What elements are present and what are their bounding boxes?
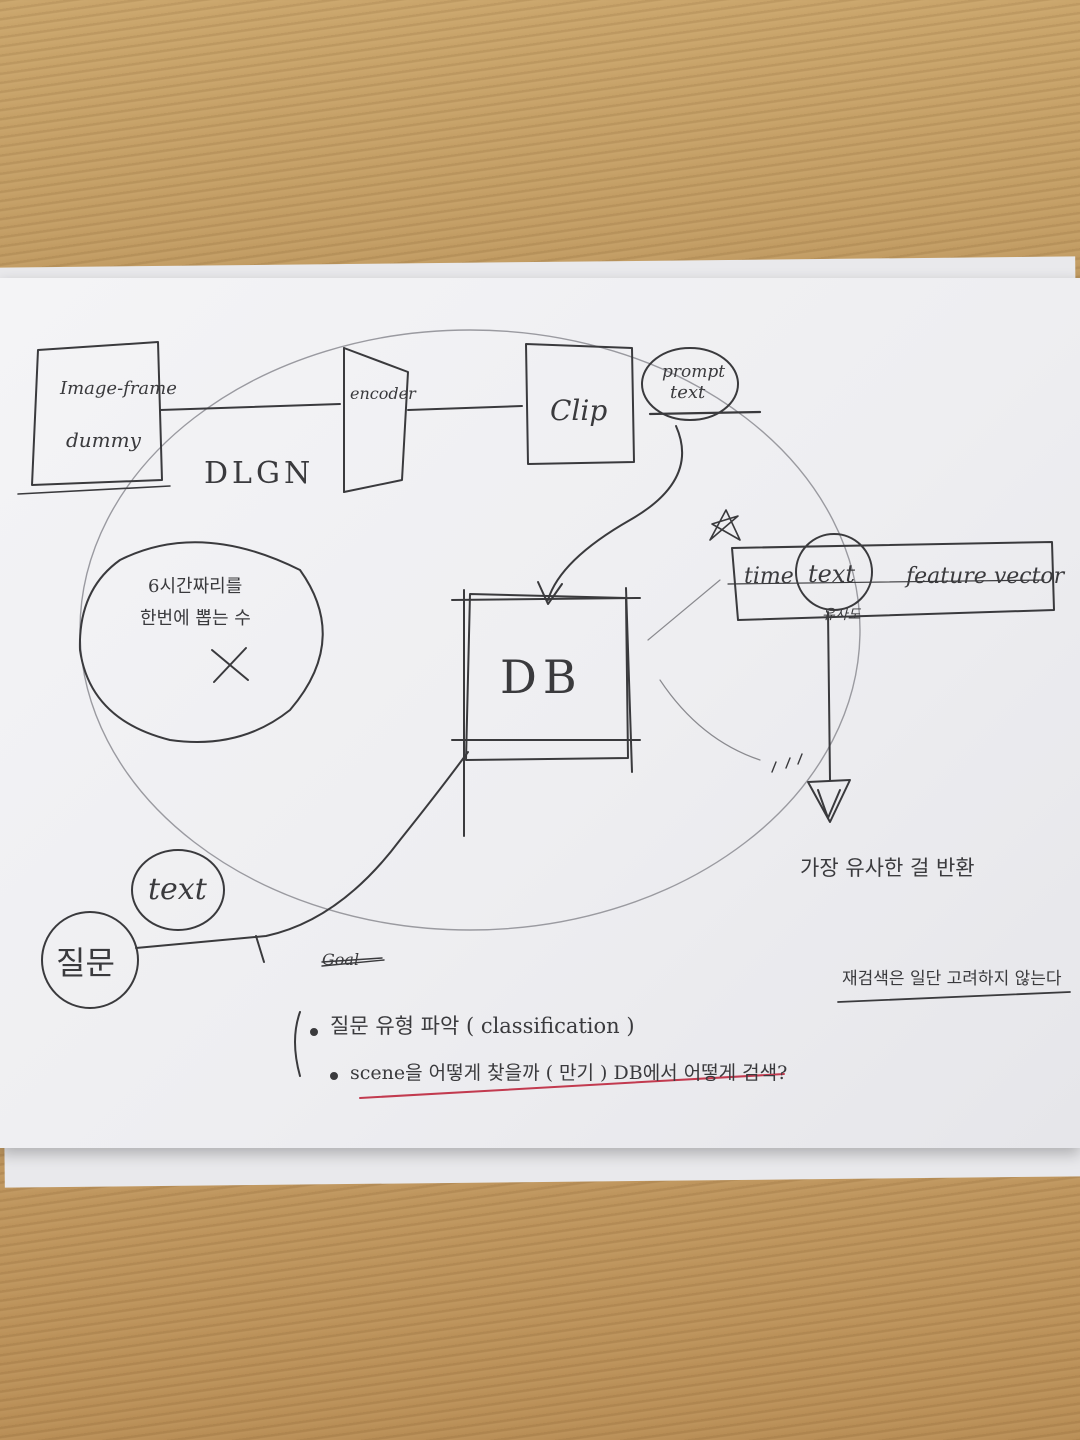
circle-note-line2: 한번에 뽑는 수: [140, 608, 251, 629]
feature-bar: [731, 541, 1055, 621]
clip-box: [525, 343, 635, 465]
note-circle: [78, 541, 324, 743]
db-box: [465, 593, 629, 761]
clip-label: Clip: [550, 394, 608, 427]
image-frame-box: [31, 341, 163, 486]
circle-note-line1: 6시간짜리를: [148, 576, 243, 597]
bullet-1: 질문 유형 파악 ( classification ): [330, 1014, 635, 1038]
paper-sheet: [0, 278, 1080, 1148]
prompt-text-label: text: [670, 382, 706, 403]
most-similar-note: 가장 유사한 걸 반환: [800, 856, 975, 880]
prompt-label: prompt: [662, 362, 726, 382]
prompt-circle: [641, 347, 739, 421]
retrieve-note: 재검색은 일단 고려하지 않는다: [842, 969, 1062, 989]
question-circle: [41, 911, 139, 1009]
encoder-label: encoder: [350, 384, 416, 403]
question-label: 질문: [56, 944, 115, 982]
star-icon: [709, 509, 741, 541]
text-label-feature: text: [808, 560, 856, 588]
crossed-word: Goal: [322, 950, 360, 969]
text-label-left: text: [148, 872, 207, 907]
time-label: time: [744, 564, 794, 589]
image-frame-label: Image-frame: [60, 378, 177, 399]
dummy-label: dummy: [66, 428, 141, 452]
text-circle: [131, 849, 225, 931]
feature-vector-label: feature vector: [906, 564, 1065, 589]
bullet-2: scene을 어떻게 찾을까 ( 만기 ) DB에서 어떻게 검색?: [350, 1062, 788, 1084]
encoder-box: [343, 347, 409, 493]
dlgn-label: DLGN: [204, 456, 315, 491]
db-label: DB: [500, 650, 583, 704]
similarity-note: 유사도: [822, 607, 861, 623]
